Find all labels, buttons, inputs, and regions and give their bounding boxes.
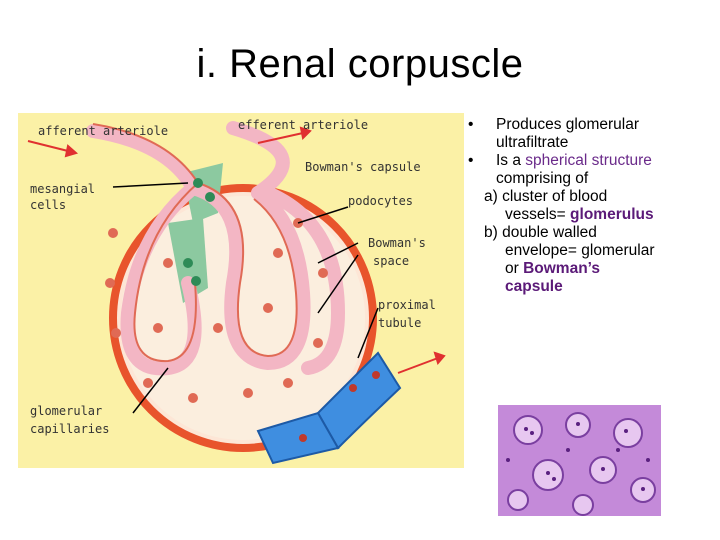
sub-b-highlight: Bowman’s bbox=[523, 260, 601, 277]
label-mesangial-line1: mesangial bbox=[30, 182, 95, 196]
bullet-marker: • bbox=[468, 116, 474, 133]
glomerular-capillary-loops bbox=[86, 121, 346, 376]
sub-item-a: a) cluster of blood vessels= glomerulus bbox=[468, 188, 718, 224]
sub-item-b: b) double walled envelope= glomerular or… bbox=[468, 224, 718, 296]
slide-title: i. Renal corpuscle bbox=[196, 42, 524, 86]
bullet1-line1: Produces glomerular bbox=[496, 116, 640, 133]
label-bowmans-space-line2: space bbox=[373, 254, 409, 268]
label-leader-lines bbox=[112, 182, 379, 414]
sub-b-pre: or bbox=[505, 260, 524, 277]
label-efferent-arteriole: efferent arteriole bbox=[238, 118, 368, 132]
label-proximal-line1: proximal bbox=[378, 298, 436, 312]
label-bowmans-space-line1: Bowman's bbox=[368, 236, 426, 250]
renal-corpuscle-diagram: afferent arteriole efferent arteriole Bo… bbox=[18, 113, 464, 468]
sub-b-line1: b) double walled bbox=[484, 224, 597, 241]
bullet-produces: • Produces glomerular ultrafiltrate bbox=[468, 116, 718, 152]
mesangial-cells bbox=[183, 178, 215, 286]
label-glomerular-line2: capillaries bbox=[30, 422, 109, 436]
tubule-cells-lower bbox=[256, 411, 340, 465]
sub-b-line4: capsule bbox=[505, 278, 563, 295]
sub-a-line1: a) cluster of blood bbox=[484, 188, 608, 205]
flow-arrows bbox=[27, 126, 446, 374]
label-proximal-line2: tubule bbox=[378, 316, 421, 330]
sub-a-pre: vessels= bbox=[505, 206, 571, 223]
bullet2-line2: comprising of bbox=[496, 170, 589, 187]
sub-a-highlight: glomerulus bbox=[570, 206, 654, 223]
bullet-spherical: • Is a spherical structure comprising of bbox=[468, 152, 718, 188]
bullet2-highlight: spherical structure bbox=[525, 152, 652, 169]
label-bowmans-capsule: Bowman's capsule bbox=[305, 160, 421, 174]
label-afferent-arteriole: afferent arteriole bbox=[38, 124, 168, 138]
bullet2-pre: Is a bbox=[496, 152, 526, 169]
label-podocytes: podocytes bbox=[348, 194, 413, 208]
bullet-list: • Produces glomerular ultrafiltrate • Is… bbox=[468, 116, 718, 296]
bullet1-line2: ultrafiltrate bbox=[496, 134, 569, 151]
kidney-histology-micrograph bbox=[498, 405, 661, 516]
capillary-outline bbox=[92, 123, 298, 363]
podocyte-nuclei bbox=[105, 218, 328, 403]
label-glomerular-line1: glomerular bbox=[30, 404, 102, 418]
label-mesangial-line2: cells bbox=[30, 198, 66, 212]
sub-b-line2: envelope= glomerular bbox=[505, 242, 655, 259]
bullet-marker: • bbox=[468, 152, 474, 169]
